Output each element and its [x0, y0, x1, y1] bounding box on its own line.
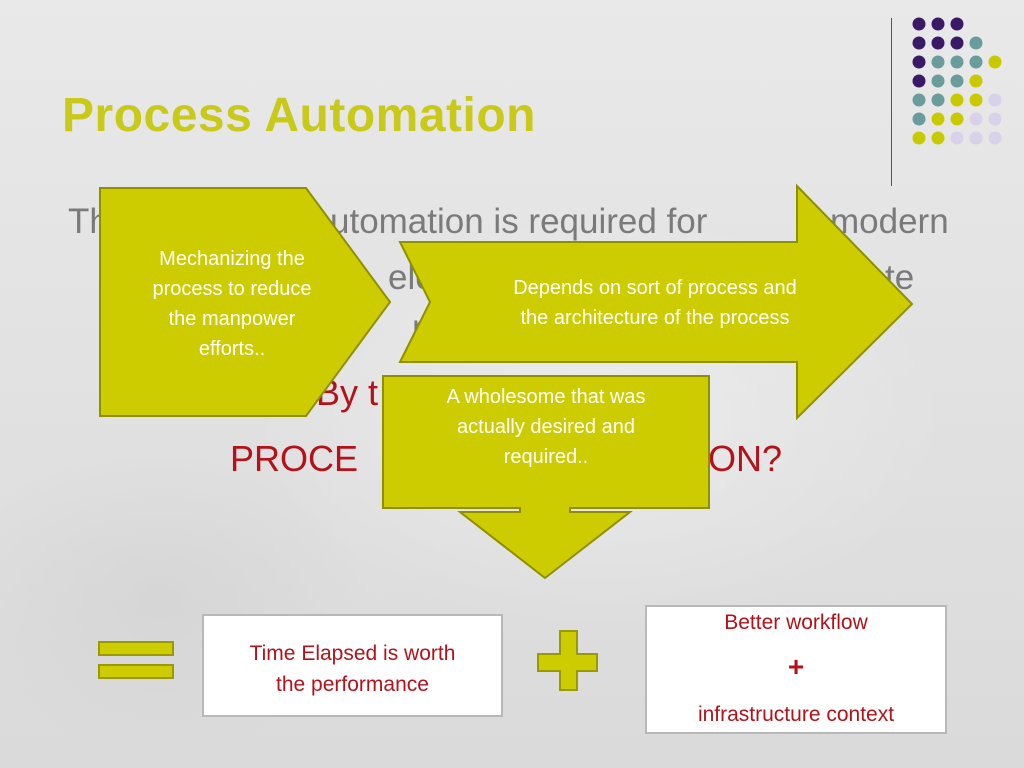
decorative-dot-grid: [912, 17, 1002, 145]
decorative-dot: [931, 112, 945, 126]
performance-box: Time Elapsed is worth the performance: [202, 614, 503, 717]
text-line: Mechanizing the: [159, 248, 305, 270]
workflow-box: Better workflow + infrastructure context: [645, 605, 947, 734]
decorative-dot: [931, 36, 945, 50]
decorative-dot: [988, 131, 1002, 145]
plus-symbol: +: [787, 651, 805, 682]
text-line: efforts..: [198, 338, 266, 360]
decorative-dot: [969, 93, 983, 107]
slide-title: Process Automation: [62, 89, 536, 142]
left-arrow-text: Mechanizing the process to reduce the ma…: [104, 244, 360, 364]
down-arrow-text: A wholesome that was actually desired an…: [388, 382, 704, 472]
decorative-dot: [912, 17, 926, 31]
down-arrow-shape: [382, 375, 710, 580]
decorative-dot: [912, 93, 926, 107]
equals-bar-top: [98, 641, 174, 656]
text-line: the performance: [276, 673, 429, 696]
text-line: actually desired and: [457, 416, 635, 438]
equals-sign: [98, 641, 174, 679]
text-line: required..: [503, 446, 589, 468]
decorative-dot: [969, 131, 983, 145]
decorative-dot: [950, 36, 964, 50]
text-line: the architecture of the process: [520, 307, 790, 329]
decorative-dot: [988, 93, 1002, 107]
decorative-dot: [988, 112, 1002, 126]
decorative-dot: [950, 112, 964, 126]
decorative-dot: [950, 74, 964, 88]
decorative-dot: [988, 55, 1002, 69]
decorative-dot: [912, 36, 926, 50]
text-line: Depends on sort of process and: [513, 277, 797, 299]
decorative-dot: [931, 131, 945, 145]
text-line: A wholesome that was: [446, 386, 646, 408]
decorative-dot: [931, 74, 945, 88]
divider-line: [891, 18, 892, 186]
decorative-dot: [969, 55, 983, 69]
decorative-dot: [912, 112, 926, 126]
decorative-dot: [950, 93, 964, 107]
workflow-label: Better workflow: [724, 611, 868, 634]
decorative-dot: [950, 55, 964, 69]
left-arrow-shape: [99, 187, 392, 417]
decorative-dot: [950, 17, 964, 31]
decorative-dot: [912, 131, 926, 145]
infrastructure-label: infrastructure context: [697, 703, 895, 726]
text-line: Time Elapsed is worth: [249, 642, 456, 665]
decorative-dot: [969, 36, 983, 50]
right-arrow-shape: [398, 183, 914, 421]
body-text-fragment: modern: [830, 202, 949, 241]
question-text-fragment: ON?: [708, 438, 783, 479]
decorative-dot: [969, 74, 983, 88]
decorative-dot: [912, 74, 926, 88]
decorative-dot: [931, 17, 945, 31]
decorative-dot: [931, 55, 945, 69]
question-text-fragment: PROCE: [230, 438, 359, 479]
decorative-dot: [950, 131, 964, 145]
right-arrow-text: Depends on sort of process and the archi…: [440, 273, 870, 333]
equals-bar-bottom: [98, 664, 174, 679]
decorative-dot: [931, 93, 945, 107]
decorative-dot: [912, 55, 926, 69]
body-text-fragment: utomation is required for: [330, 202, 708, 241]
plus-sign: [537, 630, 598, 691]
text-line: process to reduce: [152, 278, 312, 300]
decorative-dot: [969, 112, 983, 126]
text-line: the manpower: [168, 308, 296, 330]
